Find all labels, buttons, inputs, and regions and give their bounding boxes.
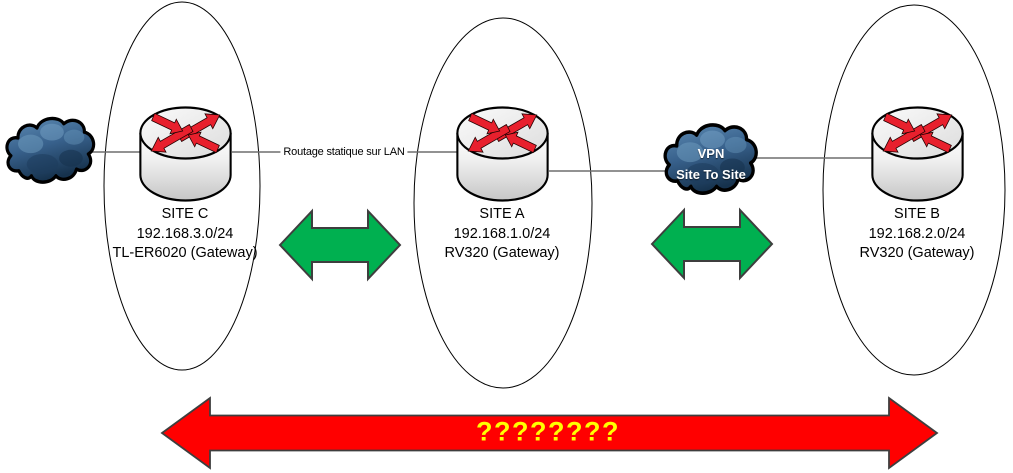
site-b-boundary-ellipse	[822, 4, 1006, 376]
site-b-device: RV320 (Gateway)	[859, 245, 975, 261]
vpn-cloud-label: VPN Site To Site	[646, 143, 776, 185]
site-b-name: SITE B	[894, 206, 940, 222]
router-icon-site-a	[456, 106, 549, 202]
internet-cloud-icon	[5, 116, 96, 184]
vpn-cloud-label-line1: VPN	[697, 146, 725, 161]
site-c-label: SITE C 192.168.3.0/24 TL-ER6020 (Gateway…	[70, 205, 300, 264]
site-a-device: RV320 (Gateway)	[444, 245, 560, 261]
site-c-subnet: 192.168.3.0/24	[136, 225, 234, 242]
site-c-device: TL-ER6020 (Gateway)	[112, 245, 258, 261]
site-a-subnet: 192.168.1.0/24	[453, 225, 551, 242]
site-c-name: SITE C	[161, 206, 209, 222]
question-arrow	[160, 396, 939, 470]
site-a-name: SITE A	[479, 206, 525, 222]
bidirectional-arrow-a-b	[651, 209, 773, 279]
site-a-label: SITE A 192.168.1.0/24 RV320 (Gateway)	[387, 205, 617, 264]
site-a-boundary-ellipse	[413, 17, 593, 389]
question-marks-label: ????????	[476, 416, 620, 447]
vpn-cloud-label-line2: Site To Site	[676, 167, 746, 182]
router-icon-site-c	[139, 106, 232, 202]
static-route-label: Routage statique sur LAN	[280, 146, 408, 158]
site-b-label: SITE B 192.168.2.0/24 RV320 (Gateway)	[802, 205, 1013, 264]
router-icon-site-b	[871, 106, 964, 202]
site-c-boundary-ellipse	[103, 1, 261, 371]
site-b-subnet: 192.168.2.0/24	[868, 225, 966, 242]
